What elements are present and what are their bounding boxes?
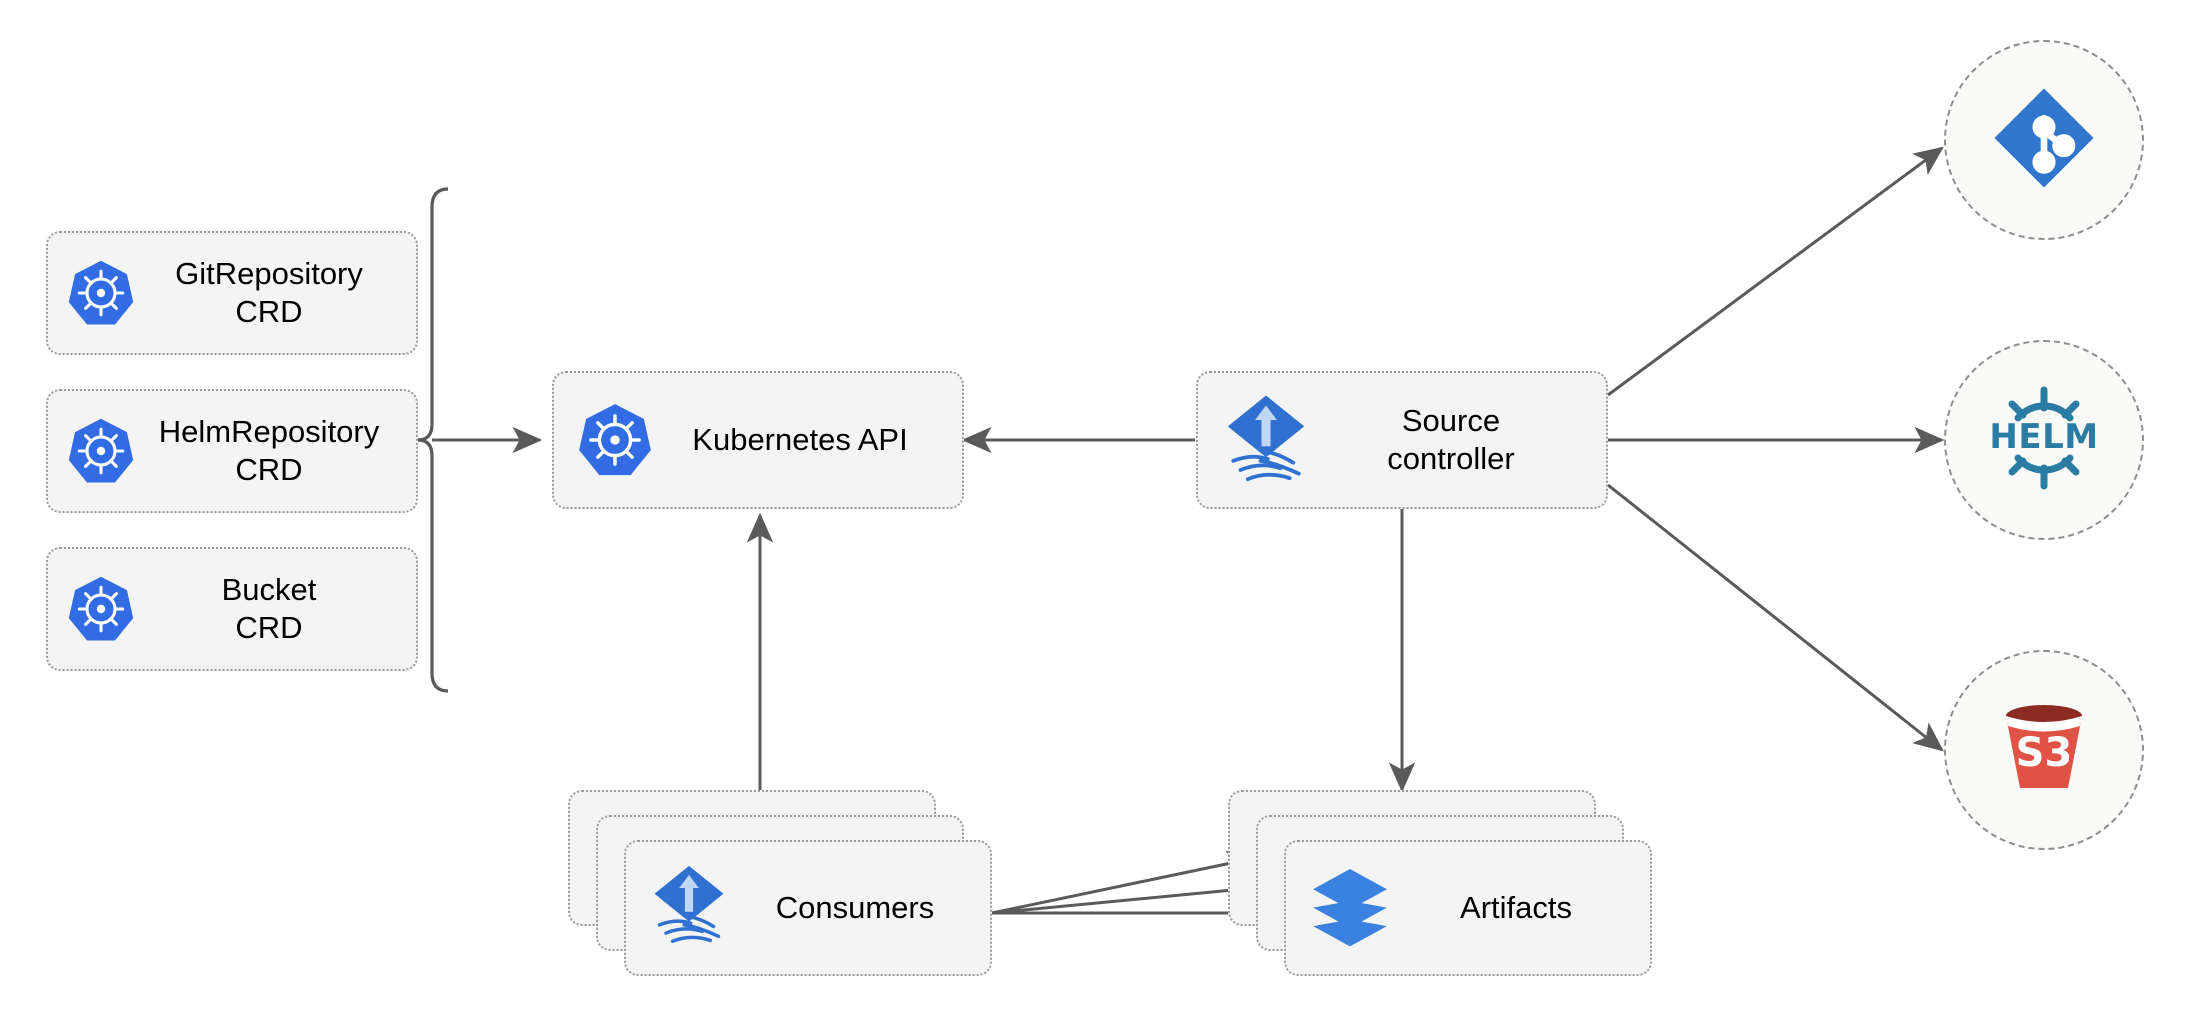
node-label: Kubernetes API: [692, 422, 908, 458]
crd-box-helmrepository[interactable]: HelmRepository CRD: [46, 389, 418, 513]
crd-box-bucket[interactable]: Bucket CRD: [46, 547, 418, 671]
node-source-controller[interactable]: Source controller: [1196, 371, 1608, 509]
crd-label: Bucket CRD: [221, 572, 317, 645]
edge-source-controller-to-s3: [1607, 483, 1944, 752]
node-label: Artifacts: [1460, 890, 1572, 925]
crd-label: GitRepository CRD: [175, 256, 363, 329]
svg-text:HELM: HELM: [1989, 417, 2098, 457]
crd-label: HelmRepository CRD: [158, 414, 380, 487]
flux-icon: [648, 860, 730, 957]
node-label: Consumers: [775, 890, 935, 925]
layers-icon: [1308, 864, 1392, 953]
helm-icon: HELM: [1984, 378, 2104, 503]
git-icon: [1989, 83, 2099, 198]
kubernetes-icon: [66, 258, 136, 328]
node-artifacts[interactable]: Artifacts: [1228, 790, 1652, 976]
crd-box-gitrepository[interactable]: GitRepository CRD: [46, 231, 418, 355]
node-label: Source controller: [1387, 403, 1515, 476]
edge-consumers-to-artifacts-1: [991, 850, 1258, 915]
svg-text:S3: S3: [2016, 730, 2073, 776]
external-source-helm[interactable]: HELM: [1944, 340, 2144, 540]
edge-source-controller-to-git: [1607, 146, 1944, 397]
kubernetes-icon: [66, 574, 136, 644]
kubernetes-icon: [66, 416, 136, 486]
node-kubernetes-api[interactable]: Kubernetes API: [552, 371, 964, 509]
external-source-git[interactable]: [1944, 40, 2144, 240]
node-consumers[interactable]: Consumers: [568, 790, 992, 976]
stack-sheet-front[interactable]: Consumers: [624, 840, 992, 976]
flux-icon: [1220, 390, 1312, 490]
s3-bucket-icon: S3: [1988, 692, 2100, 809]
stack-sheet-front[interactable]: Artifacts: [1284, 840, 1652, 976]
crd-group-bracket: [417, 187, 449, 693]
kubernetes-icon: [576, 401, 654, 479]
external-source-s3[interactable]: S3: [1944, 650, 2144, 850]
